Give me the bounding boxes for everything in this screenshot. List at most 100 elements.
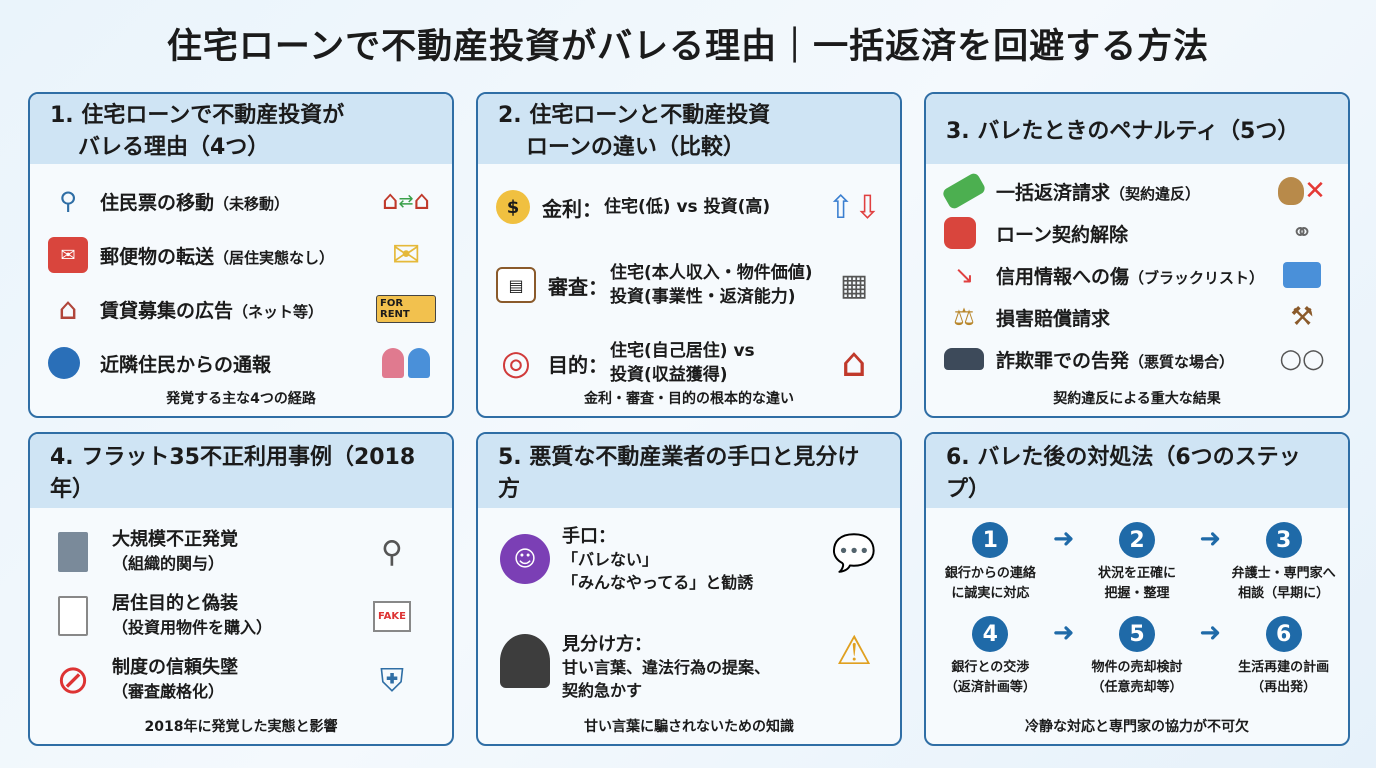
panel-footer: 2018年に発覚した実態と影響 — [144, 719, 338, 735]
for-rent-ad-icon: FOR RENT — [376, 288, 436, 330]
step-1: 1 銀行からの連絡に誠実に対応 — [932, 522, 1049, 604]
house-icon: ⌂ — [58, 291, 78, 327]
list-item: ↘信用情報への傷（ブラックリスト） — [944, 254, 1332, 296]
panel-title: 6. バレた後の対処法（6つのステップ） — [946, 445, 1301, 502]
speaking-head-icon — [48, 347, 80, 379]
section-text: 甘い言葉、違法行為の提案、 — [562, 658, 771, 677]
item-text: 制度の信頼失墜 — [112, 657, 238, 678]
step-number: 4 — [972, 616, 1009, 652]
list-item: 居住目的と偽装 （投資用物件を購入） FAKE — [58, 584, 422, 648]
prohibited-icon: ⊘ — [56, 657, 90, 703]
document-calculator-icon: ▦ — [839, 267, 869, 303]
panel-footer: 甘い言葉に騙されないための知識 — [584, 719, 794, 735]
item-note: （ブラックリスト） — [1129, 268, 1265, 287]
money-bag-x-icon: ✕ — [1272, 170, 1332, 212]
stop-sign-icon — [944, 217, 976, 249]
section-label: 手口： — [562, 526, 616, 547]
row-value: 投資(事業性・返済能力) — [610, 287, 796, 307]
target-icon: ◎ — [501, 343, 531, 383]
arrow-right-icon: ➜ — [1199, 618, 1222, 648]
list-item: 一括返済請求（契約違反）✕ — [941, 170, 1332, 212]
panel-header: 6. バレた後の対処法（6つのステップ） — [926, 434, 1348, 508]
house-coins-icon: ⌂ — [841, 340, 867, 386]
panel-title: 1. 住宅ローンで不動産投資が — [50, 103, 345, 128]
declining-chart-icon: ↘ — [953, 261, 975, 289]
item-text: 詐欺罪での告発 — [996, 349, 1130, 372]
arrow-right-icon: ➜ — [1052, 618, 1075, 648]
credit-card-icon — [1272, 254, 1332, 296]
item-note: （未移動） — [214, 194, 290, 213]
step-text: 銀行からの連絡 — [944, 566, 1036, 581]
section-text: 「みんなやってる」と勧誘 — [562, 573, 754, 592]
item-note: （投資用物件を購入） — [112, 618, 273, 637]
houses-swap-icon: ⌂⇄⌂ — [381, 186, 431, 216]
panel-header: 2. 住宅ローンと不動産投資ローンの違い（比較） — [478, 94, 900, 164]
page-title: 住宅ローンで不動産投資がバレる理由｜一括返済を回避する方法 — [166, 27, 1210, 67]
panel-flat35-case: 4. フラット35不正利用事例（2018年） 大規模不正発覚（組織的関与）⚲ 居… — [28, 432, 454, 746]
list-item: 詐欺罪での告発（悪質な場合） ○○ — [944, 338, 1332, 380]
section-text: 「バレない」 — [562, 550, 659, 569]
panel-footer: 金利・審査・目的の根本的な違い — [584, 391, 794, 407]
handcuffs-icon: ○○ — [1279, 344, 1325, 374]
section-label: 見分け方： — [562, 634, 652, 655]
step-number: 2 — [1118, 522, 1155, 558]
item-text: 郵便物の転送 — [100, 245, 215, 268]
neighbors-icon — [376, 342, 436, 384]
for-rent-sign: FOR RENT — [376, 295, 436, 323]
coins-icon: $ — [496, 190, 530, 224]
step-text: 相談（早期に） — [1238, 586, 1330, 601]
item-text: 居住目的と偽装 — [112, 593, 238, 614]
list-item: ⚖損害賠償請求⚒ — [944, 296, 1332, 338]
gavel-icon: ⚒ — [1290, 302, 1314, 332]
section-text: 契約急かす — [562, 681, 643, 700]
arrow-right-icon: ➜ — [1199, 524, 1222, 554]
row-label: 金利： — [542, 196, 602, 221]
item-text: 近隣住民からの通報 — [100, 353, 272, 376]
envelope-icon: ✉ — [391, 235, 421, 275]
step-text: （任意売却等） — [1091, 680, 1183, 695]
fake-document-icon: FAKE — [362, 595, 422, 637]
list-item: ⊘制度の信頼失墜（審査厳格化）⛨ — [56, 648, 422, 712]
row-value: 住宅(自己居住) vs — [610, 341, 755, 361]
panel-penalties: 3. バレたときのペナルティ（5つ） 一括返済請求（契約違反）✕ ローン契約解除… — [924, 92, 1350, 418]
item-note: （審査厳格化） — [112, 682, 225, 701]
money-icon — [941, 171, 987, 211]
list-item: 近隣住民からの通報 — [48, 336, 436, 390]
panel-comparison: 2. 住宅ローンと不動産投資ローンの違い（比較） $ 金利：住宅(低) vs 投資… — [476, 92, 902, 418]
item-text: ローン契約解除 — [996, 223, 1129, 246]
document-search-icon: ⚲ — [381, 534, 403, 570]
item-text: 大規模不正発覚 — [112, 529, 238, 550]
step-number: 5 — [1118, 616, 1155, 652]
item-note: （契約違反） — [1110, 184, 1201, 203]
panel-reasons: 1. 住宅ローンで不動産投資がバレる理由（4つ） ⚲ 住民票の移動（未移動） ⌂⇄⌂… — [28, 92, 454, 418]
panel-footer: 冷静な対応と専門家の協力が不可欠 — [1025, 719, 1249, 735]
item-note: （悪質な場合） — [1129, 352, 1235, 371]
panel-title: 2. 住宅ローンと不動産投資 — [498, 103, 771, 128]
certificate-icon — [58, 596, 88, 636]
scales-icon: ⚖ — [953, 303, 975, 331]
list-item: ⌂賃貸募集の広告（ネット等）FOR RENT — [48, 282, 436, 336]
step-text: （再出発） — [1251, 680, 1317, 695]
panel-title: ローンの違い（比較） — [526, 135, 745, 160]
row-value: 住宅(本人収入・物件価値) — [610, 263, 813, 283]
step-number: 6 — [1265, 616, 1302, 652]
panel-header: 1. 住宅ローンで不動産投資がバレる理由（4つ） — [30, 94, 452, 164]
step-text: 生活再建の計画 — [1238, 660, 1330, 675]
office-building-icon — [58, 532, 88, 572]
item-note: （組織的関与） — [112, 554, 225, 573]
step-number: 1 — [972, 522, 1009, 558]
item-text: 賃貸募集の広告 — [100, 299, 234, 322]
row-value: 住宅(低) vs 投資(高) — [604, 197, 771, 217]
arrow-right-icon: ➜ — [1052, 524, 1075, 554]
step-text: に誠実に対応 — [951, 586, 1030, 601]
panel-footer: 契約違反による重大な結果 — [1053, 391, 1221, 407]
item-note: （居住実態なし） — [214, 248, 335, 267]
magnifier-icon: ⚲ — [59, 187, 77, 215]
list-item: ローン契約解除⚭ — [944, 212, 1332, 254]
item-text: 住民票の移動 — [100, 191, 215, 214]
panel-bad-agents: 5. 悪質な不動産業者の手口と見分け方 ☺手口：「バレない」「みんなやってる」と… — [476, 432, 902, 746]
up-down-arrows-icon: ⇧⇩ — [827, 188, 881, 226]
panel-footer: 発覚する主な4つの経路 — [166, 391, 316, 407]
